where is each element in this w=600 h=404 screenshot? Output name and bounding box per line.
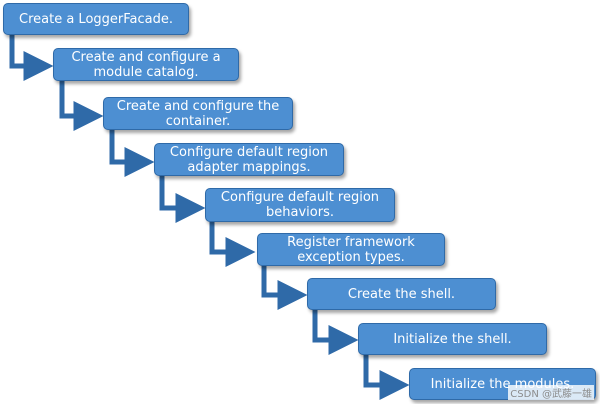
step-configure-region-adapter-mappings: Configure default region adapter mapping… bbox=[154, 143, 344, 176]
step-label: Create and configure a module catalog. bbox=[71, 49, 221, 80]
step-label: Create and configure the container. bbox=[116, 98, 280, 129]
watermark: CSDN @武藤一雄 bbox=[508, 385, 594, 400]
step-label: Configure default region behaviors. bbox=[220, 190, 380, 220]
connector-arrow-4 bbox=[159, 175, 206, 223]
step-create-container: Create and configure the container. bbox=[103, 97, 293, 130]
step-initialize-shell: Initialize the shell. bbox=[358, 323, 547, 355]
step-label: Create the shell. bbox=[347, 286, 456, 302]
connector-arrow-1 bbox=[9, 34, 54, 81]
step-configure-region-behaviors: Configure default region behaviors. bbox=[205, 188, 395, 222]
connector-arrow-6 bbox=[261, 266, 308, 310]
connector-arrow-2 bbox=[59, 80, 104, 131]
step-create-logger-facade: Create a LoggerFacade. bbox=[3, 3, 189, 35]
connector-arrow-3 bbox=[109, 129, 155, 177]
step-label: Configure default region adapter mapping… bbox=[169, 144, 329, 175]
connector-arrow-5 bbox=[209, 222, 256, 267]
step-label: Register framework exception types. bbox=[287, 234, 415, 265]
step-register-exception-types: Register framework exception types. bbox=[257, 233, 445, 266]
connector-arrow-8 bbox=[363, 354, 410, 400]
step-label: Initialize the shell. bbox=[393, 331, 512, 347]
step-label: Create a LoggerFacade. bbox=[19, 11, 173, 27]
step-create-module-catalog: Create and configure a module catalog. bbox=[53, 48, 239, 81]
connector-arrow-7 bbox=[312, 309, 359, 355]
step-create-shell: Create the shell. bbox=[307, 278, 496, 310]
